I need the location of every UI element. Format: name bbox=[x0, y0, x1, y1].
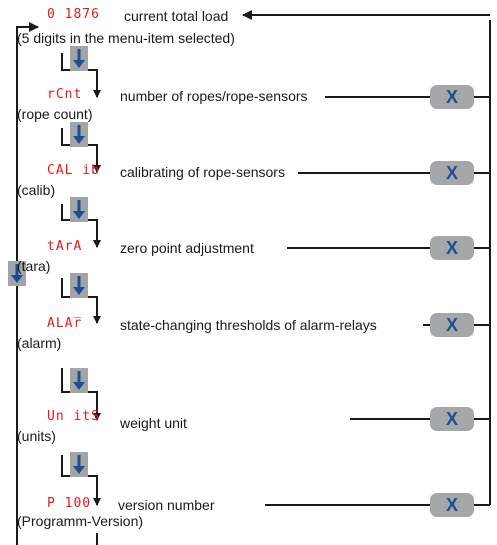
display-code: Un itS bbox=[47, 409, 100, 424]
down-key-icon bbox=[70, 122, 88, 147]
item-subtitle: (alarm) bbox=[17, 335, 62, 351]
item-subtitle: (rope count) bbox=[17, 106, 93, 122]
loop-down-key-icon bbox=[8, 261, 26, 286]
escape-button: X bbox=[430, 161, 474, 185]
display-code: CAL ib bbox=[47, 163, 100, 178]
display-code: 0 1876 bbox=[47, 7, 100, 22]
down-key-icon bbox=[70, 273, 88, 298]
down-key-icon bbox=[70, 368, 88, 393]
item-description: weight unit bbox=[120, 415, 187, 431]
item-description: current total load bbox=[124, 8, 229, 24]
item-subtitle: (units) bbox=[17, 428, 56, 444]
item-subtitle: (tara) bbox=[17, 258, 51, 274]
item-description: zero point adjustment bbox=[120, 240, 254, 256]
escape-button: X bbox=[430, 85, 474, 109]
escape-button: X bbox=[430, 493, 474, 517]
item-subtitle: (Programm-Version) bbox=[17, 513, 144, 529]
item-description: number of ropes/rope-sensors bbox=[120, 88, 308, 104]
item-description: state-changing thresholds of alarm-relay… bbox=[120, 317, 377, 333]
item-subtitle: (calib) bbox=[17, 182, 56, 198]
display-code: ALAr̅ bbox=[47, 316, 83, 331]
escape-button: X bbox=[430, 313, 474, 337]
down-key-icon bbox=[70, 452, 88, 477]
item-subtitle: (5 digits in the menu-item selected) bbox=[17, 30, 235, 46]
escape-button: X bbox=[430, 407, 474, 431]
down-key-icon bbox=[70, 46, 88, 71]
display-code: rCnt bbox=[47, 87, 83, 102]
item-description: calibrating of rope-sensors bbox=[120, 164, 285, 180]
down-key-icon bbox=[70, 197, 88, 222]
loop-back-line bbox=[16, 27, 98, 545]
item-description: version number bbox=[118, 497, 215, 513]
display-code: P 100 bbox=[47, 496, 92, 511]
display-code: tArA bbox=[47, 239, 83, 254]
escape-button: X bbox=[430, 236, 474, 260]
